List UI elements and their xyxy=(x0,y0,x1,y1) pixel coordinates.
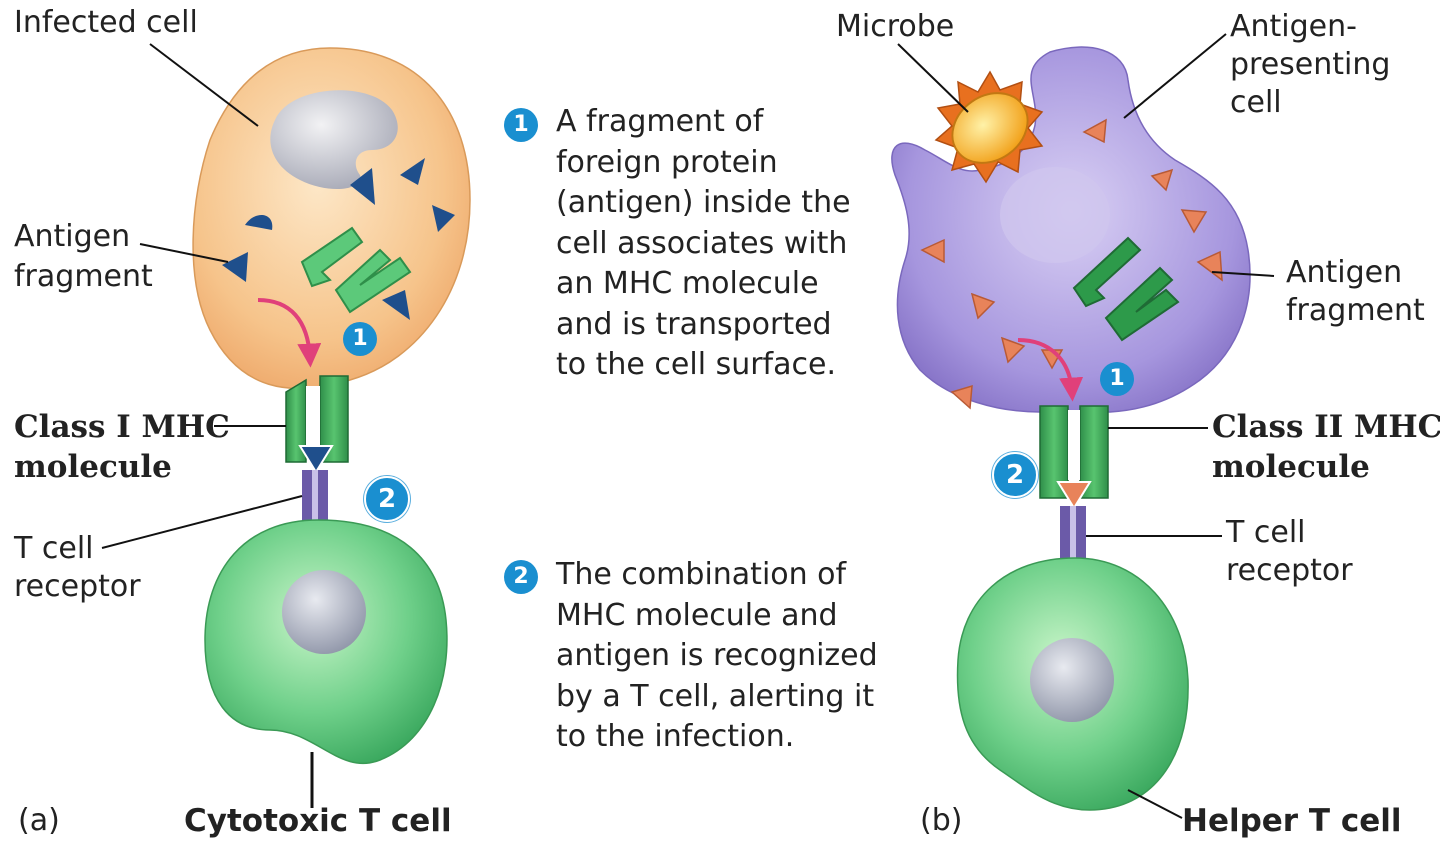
label-antigen-fragment-b-1: Antigen xyxy=(1286,255,1403,290)
helper-t-cell-nucleus xyxy=(1030,638,1114,722)
cytotoxic-t-cell-nucleus xyxy=(282,570,366,654)
step-1-badge-in-panel-b: 1 xyxy=(1100,362,1134,396)
label-antigen-fragment-a-1: Antigen xyxy=(14,219,131,254)
er-structure-b xyxy=(1072,236,1180,342)
microbe xyxy=(934,70,1044,184)
apc-pointer xyxy=(1123,33,1227,119)
antigen-fragments-a xyxy=(222,158,455,320)
microbe-pointer xyxy=(897,43,969,113)
step-2-badge-in-panel-b: 2 xyxy=(992,452,1038,498)
antigen-fragment-pointer-a xyxy=(139,243,229,263)
label-infected-cell: Infected cell xyxy=(14,5,198,40)
antigen-fragment-pointer-b xyxy=(1211,271,1275,277)
label-class-two-mhc-2: molecule xyxy=(1212,449,1370,485)
label-antigen-fragment-b-2: fragment xyxy=(1286,293,1425,328)
infected-cell-nucleus xyxy=(270,90,398,190)
label-apc-2: presenting xyxy=(1230,47,1391,82)
infected-cell-pointer xyxy=(149,43,259,127)
label-antigen-fragment-a-2: fragment xyxy=(14,259,153,294)
apc-nucleus xyxy=(1000,167,1110,263)
tcr-pointer-a xyxy=(101,495,303,549)
helper-label-pointer xyxy=(1127,789,1183,819)
class-one-mhc xyxy=(285,375,349,474)
t-cell-receptor-b xyxy=(1060,506,1086,562)
label-microbe: Microbe xyxy=(836,9,955,44)
panel-a xyxy=(101,43,471,808)
transport-arrow-a xyxy=(257,298,322,368)
label-helper-t-cell: Helper T cell xyxy=(1182,803,1402,839)
panel-a-label: (a) xyxy=(18,803,60,838)
step-1-text: A fragment of foreign protein (antigen) … xyxy=(556,104,851,382)
transport-arrow-b xyxy=(1017,338,1084,402)
label-class-one-mhc-2: molecule xyxy=(14,449,172,485)
step-2-text: The combination of MHC molecule and anti… xyxy=(556,557,878,754)
er-structure-a xyxy=(300,226,412,314)
label-apc-3: cell xyxy=(1230,85,1282,120)
t-cell-receptor-a xyxy=(302,470,328,526)
step-1-badge: 1 xyxy=(504,108,538,142)
label-tcr-b-1: T cell xyxy=(1226,515,1306,550)
label-apc-1: Antigen- xyxy=(1230,9,1357,44)
class-two-mhc xyxy=(1039,405,1109,510)
step-1-badge-in-panel-a: 1 xyxy=(343,322,377,356)
label-tcr-a-2: receptor xyxy=(14,569,141,604)
label-class-one-mhc-1: Class I MHC xyxy=(14,409,230,445)
step-2-badge: 2 xyxy=(504,560,538,594)
label-tcr-a-1: T cell xyxy=(14,531,94,566)
label-tcr-b-2: receptor xyxy=(1226,553,1353,588)
label-class-two-mhc-1: Class II MHC xyxy=(1212,409,1440,445)
panel-b xyxy=(891,33,1275,819)
step-2-badge-in-panel-a: 2 xyxy=(364,476,410,522)
panel-b-label: (b) xyxy=(920,803,963,838)
label-cytotoxic-t-cell: Cytotoxic T cell xyxy=(184,803,452,839)
antigen-fragments-b xyxy=(920,118,1223,410)
